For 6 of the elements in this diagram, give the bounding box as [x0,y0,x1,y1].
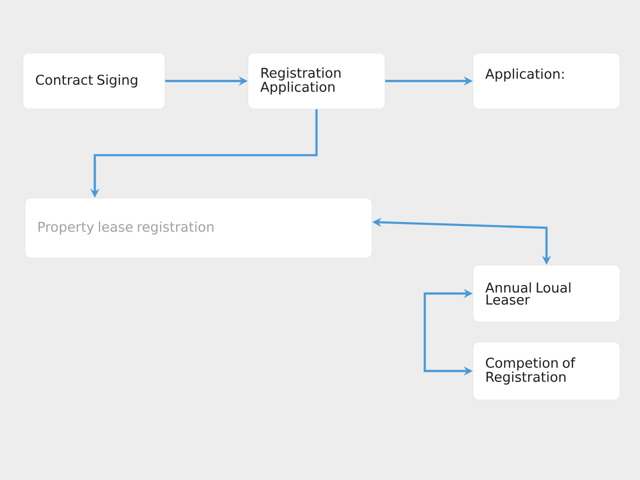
process-box: Competion of Registration [472,342,620,400]
process-box: Contract Siging [22,52,166,110]
process-box: Annual Loual Leaser [472,264,620,322]
process-box: Property lease registration [24,198,372,258]
process-box: Registration Application [248,52,386,110]
process-box: Application: [472,52,620,110]
